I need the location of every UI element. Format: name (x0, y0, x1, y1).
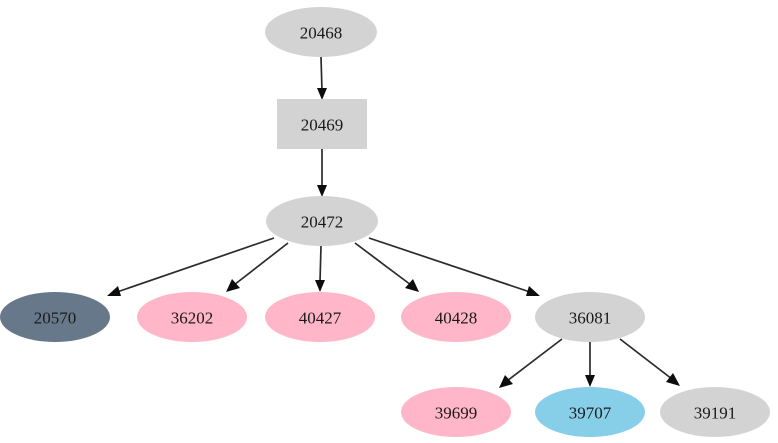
node-shape-ellipse[interactable] (535, 292, 645, 342)
graph-node-20469[interactable]: 20469 (277, 99, 367, 149)
edge-36081-39191 (619, 338, 680, 386)
node-shape-ellipse[interactable] (266, 196, 378, 246)
graph-node-39707[interactable]: 39707 (535, 387, 645, 437)
node-label-36081: 36081 (569, 309, 612, 328)
node-shape-ellipse[interactable] (401, 292, 511, 342)
edge-20472-36081 (368, 237, 540, 296)
node-label-20469: 20469 (301, 116, 344, 135)
nodes-layer: 20468 20469 20472 20570 36202 40427 (0, 7, 770, 437)
graph-node-39191[interactable]: 39191 (660, 387, 770, 437)
graph-node-40427[interactable]: 40427 (265, 292, 375, 342)
edge-20472-36202 (226, 242, 289, 292)
edge-20472-40427 (315, 245, 325, 292)
node-shape-ellipse[interactable] (265, 7, 377, 57)
node-shape-ellipse[interactable] (265, 292, 375, 342)
node-label-20570: 20570 (34, 309, 77, 328)
graph-node-40428[interactable]: 40428 (401, 292, 511, 342)
edge-20468-20469 (317, 56, 327, 100)
node-shape-ellipse[interactable] (0, 292, 110, 342)
node-shape-ellipse[interactable] (660, 387, 770, 437)
graph-node-20468[interactable]: 20468 (265, 7, 377, 57)
edge-36081-39699 (499, 338, 563, 388)
graph-node-20570[interactable]: 20570 (0, 292, 110, 342)
graph-node-36081[interactable]: 36081 (535, 292, 645, 342)
node-label-40428: 40428 (435, 309, 478, 328)
edge-20472-20570 (107, 237, 275, 296)
edge-20472-40428 (354, 242, 419, 292)
edges-layer (107, 56, 680, 388)
node-label-39699: 39699 (435, 404, 478, 423)
graph-node-36202[interactable]: 36202 (137, 292, 247, 342)
node-shape-ellipse[interactable] (137, 292, 247, 342)
node-shape-box[interactable] (277, 99, 367, 149)
node-label-20468: 20468 (300, 24, 343, 43)
graph-node-39699[interactable]: 39699 (401, 387, 511, 437)
node-label-39191: 39191 (694, 404, 737, 423)
node-label-20472: 20472 (301, 213, 344, 232)
node-shape-ellipse[interactable] (401, 387, 511, 437)
node-label-39707: 39707 (569, 404, 612, 423)
node-label-40427: 40427 (299, 309, 342, 328)
edge-20469-20472 (317, 149, 327, 197)
node-shape-ellipse[interactable] (535, 387, 645, 437)
edge-36081-39707 (585, 342, 595, 387)
graph-node-20472[interactable]: 20472 (266, 196, 378, 246)
node-label-36202: 36202 (171, 309, 214, 328)
